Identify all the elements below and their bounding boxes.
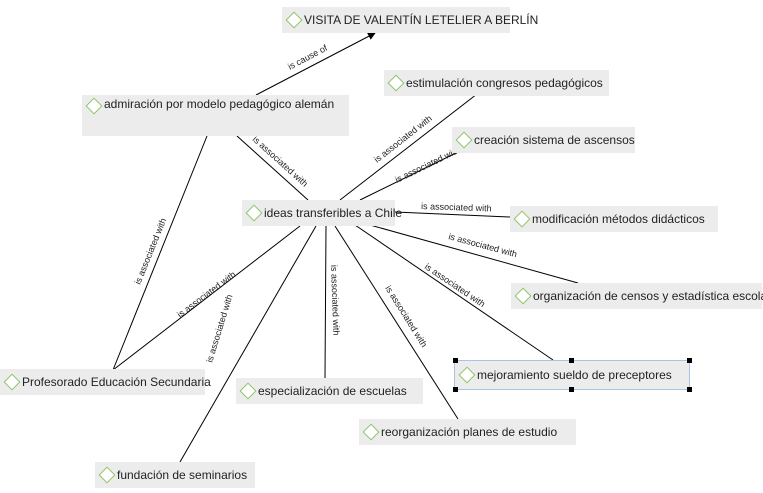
diamond-icon [458, 366, 476, 384]
node-estimulacion[interactable]: estimulación congresos pedagógicos [384, 70, 609, 96]
node-creacion[interactable]: creación sistema de ascensos [452, 127, 635, 153]
edge-label-ideas-organizacion: is associated with [447, 231, 518, 259]
diamond-icon [85, 97, 103, 115]
edge-ideas-organizacion[interactable] [369, 224, 579, 284]
node-label: reorganización planes de estudio [381, 425, 558, 439]
node-label: ideas transferibles a Chile [264, 206, 403, 220]
node-reorganizacion[interactable]: reorganización planes de estudio [359, 419, 576, 445]
diamond-icon [245, 204, 263, 222]
edge-ideas-reorganizacion[interactable] [334, 225, 459, 420]
node-admiracion[interactable]: admiración por modelo pedagógico alemán [82, 95, 349, 136]
resize-handle-n[interactable] [569, 358, 574, 363]
diamond-icon [3, 373, 21, 391]
edge-label-ideas-mejoramiento: is associated with [423, 261, 487, 309]
edge-ideas-fundacion[interactable] [179, 225, 317, 463]
resize-handle-nw[interactable] [453, 358, 458, 363]
node-label: VISITA DE VALENTÍN LETELIER A BERLÍN [304, 13, 539, 27]
edge-ideas-mejoramiento[interactable] [354, 224, 554, 361]
diamond-icon [387, 74, 405, 92]
edge-label-ideas-especializacion: is associated with [329, 265, 341, 336]
node-label: creación sistema de ascensos [474, 133, 635, 147]
diamond-icon [239, 382, 257, 400]
edge-ideas-modificacion[interactable] [394, 211, 511, 218]
node-label: Profesorado Educación Secundaria [22, 375, 211, 389]
edge-label-ideas-modificacion: is associated with [421, 201, 492, 213]
edge-admiracion-root[interactable] [255, 32, 376, 96]
node-label: mejoramiento sueldo de preceptores [477, 368, 672, 382]
resize-handle-se[interactable] [687, 387, 692, 392]
resize-handle-sw[interactable] [453, 387, 458, 392]
edge-label-cause: is cause of [286, 43, 329, 72]
node-label: estimulación congresos pedagógicos [406, 76, 603, 90]
node-label: admiración por modelo pedagógico alemán [104, 97, 335, 111]
node-organizacion[interactable]: organización de censos y estadística esc… [511, 283, 763, 309]
node-label: modificación métodos didácticos [532, 212, 705, 226]
diamond-icon [455, 131, 473, 149]
node-root[interactable]: VISITA DE VALENTÍN LETELIER A BERLÍN [282, 7, 538, 33]
edge-ideas-especializacion[interactable] [324, 225, 327, 379]
node-ideas[interactable]: ideas transferibles a Chile [242, 200, 402, 226]
node-label: organización de censos y estadística esc… [533, 289, 763, 303]
edge-admiracion-ideas[interactable] [236, 135, 309, 201]
resize-handle-ne[interactable] [687, 358, 692, 363]
edge-admiracion-profesorado[interactable] [112, 135, 208, 371]
edge-label-ideas-estimulacion: is associated with [372, 113, 434, 164]
edge-ideas-estimulacion[interactable] [339, 93, 478, 201]
node-mejoramiento[interactable]: mejoramiento sueldo de preceptores [454, 360, 690, 390]
edge-ideas-profesorado[interactable] [112, 225, 301, 371]
node-label: especialización de escuelas [258, 384, 407, 398]
node-modificacion[interactable]: modificación métodos didácticos [510, 206, 718, 232]
edge-ideas-creacion[interactable] [359, 150, 461, 201]
node-profesorado[interactable]: Profesorado Educación Secundaria [0, 369, 211, 395]
edge-label-admiracion-ideas: is associated with [251, 134, 310, 189]
node-fundacion[interactable]: fundación de seminarios [95, 462, 255, 488]
resize-handle-s[interactable] [569, 387, 574, 392]
node-label: fundación de seminarios [117, 468, 248, 482]
diamond-icon [98, 466, 116, 484]
edge-label-ideas-reorganizacion: is associated with [383, 284, 429, 349]
node-especializacion[interactable]: especialización de escuelas [236, 378, 423, 404]
diamond-icon [513, 210, 531, 228]
diamond-icon [285, 11, 303, 29]
diamond-icon [362, 423, 380, 441]
edge-label-admiracion-profesorado: is associated with [133, 217, 169, 286]
edge-label-ideas-fundacion: is associated with [204, 293, 234, 363]
diamond-icon [514, 287, 532, 305]
